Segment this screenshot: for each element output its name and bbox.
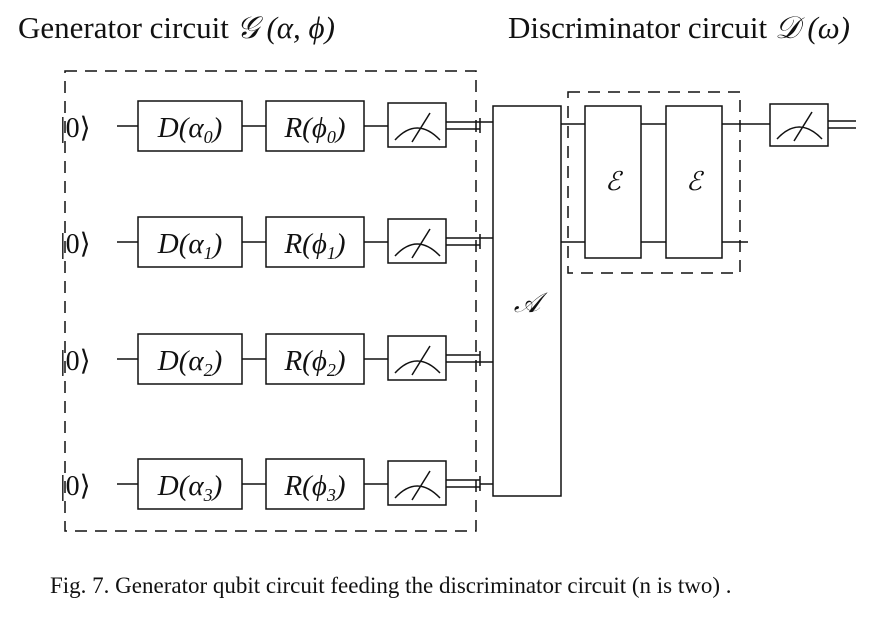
e-gate-label: ℰ bbox=[686, 167, 704, 196]
r-gate-label: R(ϕ1) bbox=[283, 228, 345, 263]
d-gate-label: D(α0) bbox=[157, 112, 223, 147]
r-gate bbox=[265, 100, 365, 152]
d-gate-label: D(α1) bbox=[157, 228, 223, 263]
figure-caption: Fig. 7. Generator qubit circuit feeding … bbox=[50, 573, 732, 598]
d-gate bbox=[137, 458, 243, 510]
d-gate bbox=[137, 333, 243, 385]
measurement-meter-icon bbox=[387, 460, 447, 506]
ket-label: |0⟩ bbox=[60, 229, 91, 260]
r-gate bbox=[265, 458, 365, 510]
e-gate-label: ℰ bbox=[605, 167, 623, 196]
measurement-meter-icon bbox=[387, 335, 447, 381]
measurement-meter-icon bbox=[769, 103, 829, 147]
e-gate bbox=[584, 105, 642, 259]
e-gate bbox=[665, 105, 723, 259]
generator-frame bbox=[64, 70, 477, 532]
ket-label: |0⟩ bbox=[60, 471, 91, 502]
r-gate-label: R(ϕ2) bbox=[283, 345, 345, 380]
qubit-row-1: |0⟩ D(α1) R(ϕ1) bbox=[60, 216, 493, 268]
generator-title: Generator circuit 𝒢 (α, ϕ) bbox=[18, 10, 335, 45]
ket-label: |0⟩ bbox=[60, 113, 91, 144]
r-gate bbox=[265, 216, 365, 268]
qubit-row-2: |0⟩ D(α2) R(ϕ2) bbox=[60, 333, 493, 385]
measurement-meter-icon bbox=[387, 102, 447, 148]
measurement-meter-icon bbox=[387, 218, 447, 264]
d-gate-label: D(α2) bbox=[157, 345, 223, 380]
qubit-row-3: |0⟩ D(α3) R(ϕ3) bbox=[60, 458, 493, 510]
discriminator-frame bbox=[567, 91, 741, 274]
d-gate-label: D(α3) bbox=[157, 470, 223, 505]
r-gate-label: R(ϕ3) bbox=[283, 470, 345, 505]
a-gate bbox=[492, 105, 562, 497]
r-gate bbox=[265, 333, 365, 385]
ket-label: |0⟩ bbox=[60, 346, 91, 377]
discriminator-title: Discriminator circuit 𝒟 (ω) bbox=[508, 10, 850, 45]
qubit-row-0: |0⟩ D(α0) R(ϕ0) bbox=[60, 100, 493, 152]
r-gate-label: R(ϕ0) bbox=[283, 112, 345, 147]
